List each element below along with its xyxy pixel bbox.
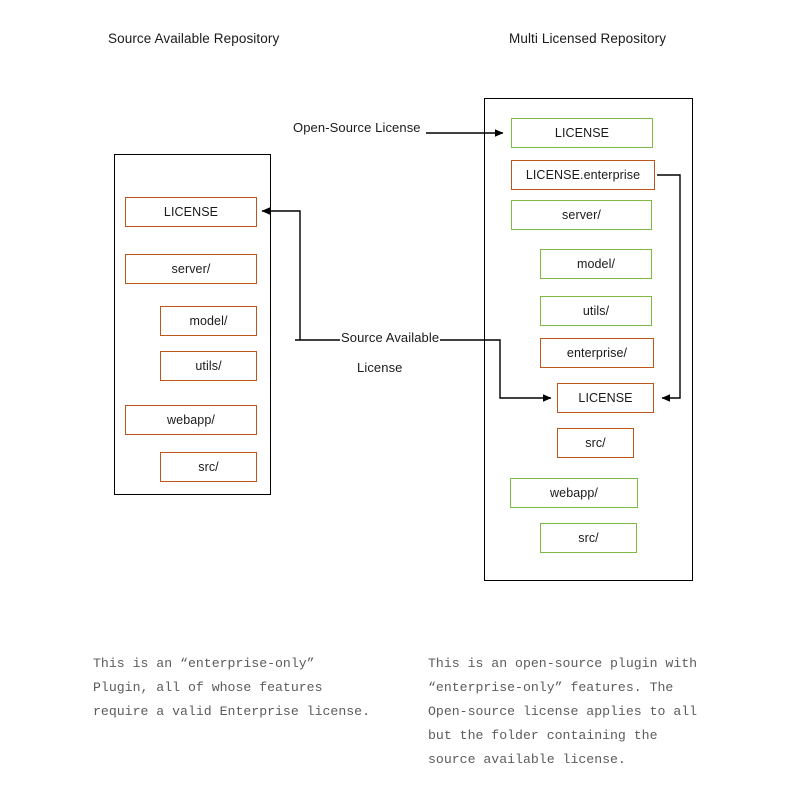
right-item-model[interactable]: model/ bbox=[540, 249, 652, 279]
left-item-license[interactable]: LICENSE bbox=[125, 197, 257, 227]
right-item-license-enterprise[interactable]: LICENSE.enterprise bbox=[511, 160, 655, 190]
right-item-license-root[interactable]: LICENSE bbox=[511, 118, 653, 148]
repo-title-multi-licensed: Multi Licensed Repository bbox=[509, 31, 667, 46]
right-item-license-enterprise-folder[interactable]: LICENSE bbox=[557, 383, 654, 413]
label-source-available-line2: License bbox=[357, 360, 403, 375]
right-item-enterprise-src[interactable]: src/ bbox=[557, 428, 634, 458]
caption-multi-licensed-repo: This is an open-source plugin with “ente… bbox=[428, 656, 698, 767]
right-item-utils[interactable]: utils/ bbox=[540, 296, 652, 326]
right-item-webapp-src[interactable]: src/ bbox=[540, 523, 637, 553]
right-item-webapp[interactable]: webapp/ bbox=[510, 478, 638, 508]
left-item-model[interactable]: model/ bbox=[160, 306, 257, 336]
left-item-src[interactable]: src/ bbox=[160, 452, 257, 482]
left-item-webapp[interactable]: webapp/ bbox=[125, 405, 257, 435]
caption-source-available-repo: This is an “enterprise-only” Plugin, all… bbox=[93, 656, 370, 719]
label-open-source-license: Open-Source License bbox=[293, 120, 421, 135]
right-item-server[interactable]: server/ bbox=[511, 200, 652, 230]
left-item-server[interactable]: server/ bbox=[125, 254, 257, 284]
label-source-available-line1: Source Available bbox=[341, 330, 440, 345]
left-item-utils[interactable]: utils/ bbox=[160, 351, 257, 381]
repo-title-source-available: Source Available Repository bbox=[108, 31, 280, 46]
right-item-enterprise[interactable]: enterprise/ bbox=[540, 338, 654, 368]
